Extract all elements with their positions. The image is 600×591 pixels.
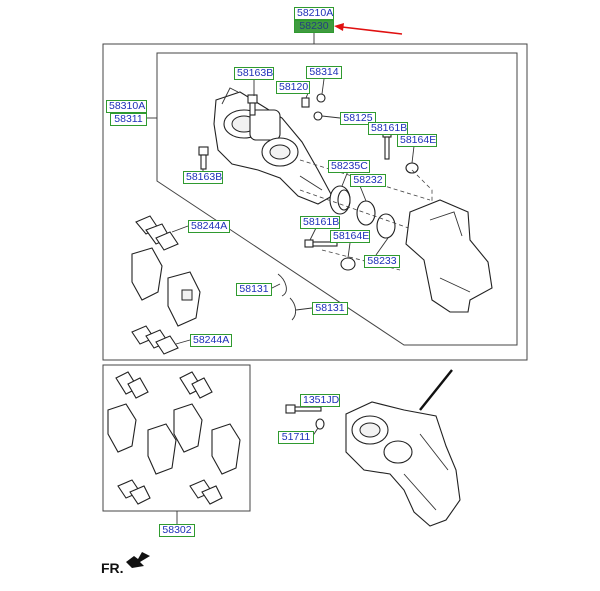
washer-58125	[313, 111, 323, 121]
pin-58161B-mid	[304, 239, 338, 248]
part-label-58161B-mid[interactable]: 58161B	[300, 216, 340, 229]
part-label-58235C[interactable]: 58235C	[328, 160, 370, 173]
part-label-58230[interactable]: 58230	[294, 20, 334, 33]
carrier-bracket	[405, 199, 493, 313]
main-assembly-frame	[102, 43, 528, 361]
part-label-58125[interactable]: 58125	[340, 112, 376, 125]
pad-clips-bottom	[131, 325, 179, 355]
bolt-58163B-left	[198, 146, 209, 170]
part-label-58311[interactable]: 58311	[110, 113, 147, 126]
boot-seal	[376, 213, 396, 239]
part-label-1351JD[interactable]: 1351JD	[300, 394, 340, 407]
bleeder-58314	[316, 93, 326, 103]
pad-clips-top	[135, 215, 179, 251]
front-direction-arrow-icon	[126, 552, 150, 568]
bolt-1351JD	[285, 404, 322, 414]
caliper-body	[213, 87, 333, 205]
front-direction-label: FR.	[101, 560, 124, 576]
part-label-58163B-left[interactable]: 58163B	[183, 171, 223, 184]
part-label-58163B-top[interactable]: 58163B	[234, 67, 274, 80]
part-label-58161B-top[interactable]: 58161B	[368, 122, 408, 135]
part-label-58244A-bottom[interactable]: 58244A	[190, 334, 232, 347]
brake-pads-upper	[131, 247, 201, 327]
part-label-58233[interactable]: 58233	[364, 255, 400, 268]
part-label-58302[interactable]: 58302	[159, 524, 195, 537]
part-label-58314[interactable]: 58314	[306, 66, 342, 79]
pad-kit-parts	[107, 371, 241, 505]
cap-58120	[301, 97, 310, 108]
caliper-subframe	[156, 52, 518, 346]
part-label-58310A[interactable]: 58310A	[106, 100, 147, 113]
part-label-58232[interactable]: 58232	[350, 174, 386, 187]
part-label-58120[interactable]: 58120	[276, 81, 310, 94]
assembled-caliper	[345, 401, 461, 527]
bolt-58163B-top	[247, 94, 258, 116]
pad-kit-frame	[102, 364, 251, 512]
pointer-arrow	[334, 23, 403, 35]
seal-58232	[356, 200, 376, 226]
part-label-58210A[interactable]: 58210A	[294, 7, 334, 20]
spring-58131	[277, 273, 297, 321]
piston-58235C	[329, 185, 351, 215]
part-label-58164E-mid[interactable]: 58164E	[330, 230, 370, 243]
part-label-58164E-top[interactable]: 58164E	[397, 134, 437, 147]
part-label-58131-b[interactable]: 58131	[312, 302, 348, 315]
part-label-51711[interactable]: 51711	[278, 431, 314, 444]
boot-58164E-mid	[340, 257, 356, 271]
washer-51711	[315, 418, 325, 430]
boot-58164E-top	[405, 162, 419, 174]
part-label-58131-a[interactable]: 58131	[236, 283, 272, 296]
part-label-58244A-top[interactable]: 58244A	[188, 220, 230, 233]
